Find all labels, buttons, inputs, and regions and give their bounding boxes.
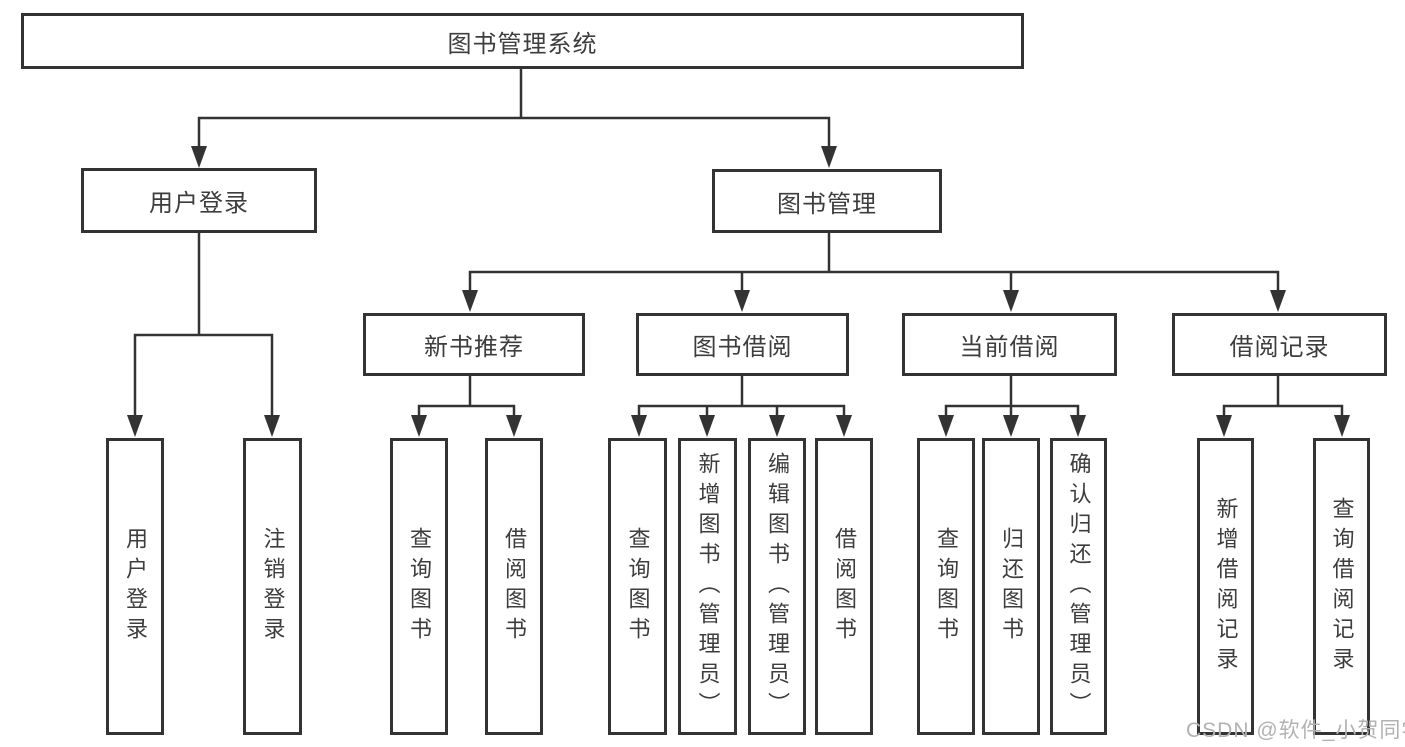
node-book-management: 图书管理 [712,169,942,233]
connector-paths [133,67,1344,421]
node-label: 归还图书 [999,526,1024,647]
node-label: 图书管理 [777,190,877,218]
node-label: 用户登录 [149,190,249,217]
arrowhead [127,415,143,437]
watermark: CSDN @软件_小贺同学 [1186,719,1405,742]
node-label: 注销登录 [260,526,286,647]
arrowheads [127,146,1350,437]
leaf-bb-borrow-books: 借阅图书 [815,438,873,735]
connector-root-to-level2 [197,67,831,152]
arrowhead [411,415,427,437]
node-label: 借阅图书 [832,526,857,647]
connector-new-books-children [417,374,516,421]
connector-book-borrow-children [637,374,846,421]
node-book-borrow: 图书借阅 [636,313,849,376]
node-label: 新书推荐 [424,334,524,361]
arrowhead [1070,415,1086,437]
arrowhead [1216,415,1232,437]
leaf-bb-add-books-admin: 新增图书（管理员） [678,438,737,735]
arrowhead [938,415,954,437]
node-label: 查询图书 [407,526,432,647]
arrowhead [191,146,207,168]
arrowhead [631,415,647,437]
leaf-cb-confirm-return-admin: 确认归还（管理员） [1050,438,1107,735]
connector-book-mgmt-children [468,231,1280,296]
leaf-bb-query-books: 查询图书 [608,438,667,735]
arrowhead [836,415,852,437]
leaf-nb-borrow-books: 借阅图书 [485,438,543,735]
arrowhead [1270,290,1286,312]
leaf-user-login: 用户登录 [106,438,164,735]
node-label: 确认归还（管理员） [1066,451,1092,722]
node-label: 新增借阅记录 [1213,496,1239,677]
arrowhead [1003,290,1019,312]
node-label: 借阅记录 [1229,334,1330,361]
arrowhead [462,290,478,312]
node-current-borrow: 当前借阅 [902,313,1117,376]
connector-user-login-children [133,231,274,421]
arrowhead [1003,415,1019,437]
leaf-br-query-record: 查询借阅记录 [1313,438,1370,735]
leaf-br-add-record: 新增借阅记录 [1197,438,1254,735]
node-new-book-recommend: 新书推荐 [363,313,585,376]
node-label: 当前借阅 [959,334,1060,361]
arrowhead [821,146,837,168]
node-label: 查询图书 [625,526,651,647]
leaf-bb-edit-books-admin: 编辑图书（管理员） [748,438,806,735]
arrowhead [506,415,522,437]
arrowhead [769,415,785,437]
leaf-cb-query-books: 查询图书 [917,438,975,735]
node-borrow-records: 借阅记录 [1172,313,1387,376]
leaf-cb-return-books: 归还图书 [982,438,1040,735]
node-label: 用户登录 [123,526,148,647]
arrowhead [734,290,750,312]
node-label: 新增图书（管理员） [695,451,721,722]
leaf-nb-query-books: 查询图书 [390,438,448,735]
node-label: 图书借阅 [692,334,793,361]
connector-borrow-records-children [1222,374,1344,421]
connector-current-borrow-children [944,374,1080,421]
node-label: 编辑图书（管理员） [765,451,790,722]
node-label: 查询借阅记录 [1329,496,1355,677]
arrowhead [1334,415,1350,437]
arrowhead [699,415,715,437]
node-label: 图书管理系统 [447,30,598,58]
node-user-login: 用户登录 [81,168,317,233]
node-root-library-system: 图书管理系统 [21,13,1024,69]
node-label: 借阅图书 [502,526,527,647]
leaf-logout: 注销登录 [243,438,302,735]
arrowhead [264,415,280,437]
node-label: 查询图书 [934,526,959,647]
